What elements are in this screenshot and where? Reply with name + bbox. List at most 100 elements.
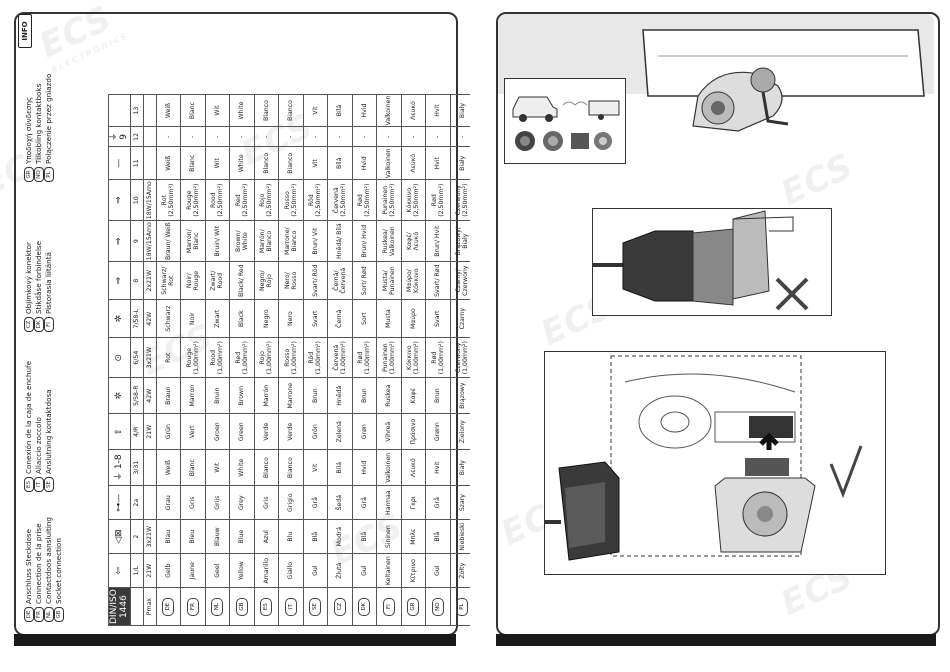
wire-color-cell: Marrone bbox=[278, 377, 304, 414]
pmax-value: 2x21W bbox=[143, 261, 157, 300]
pin-function-icon: ⊙ bbox=[108, 337, 131, 378]
legend-text: Contactdoos aansluiting bbox=[44, 517, 54, 604]
legend-text: Connection de la prise bbox=[34, 523, 44, 604]
pmax-value: 3x21W bbox=[143, 337, 157, 378]
legend-text: Conexión de la caja de enchufe bbox=[24, 360, 34, 474]
pin-function-icon: ⇒ bbox=[108, 261, 131, 300]
wire-color-cell: Weiß bbox=[156, 449, 181, 486]
language-code-badge: ES bbox=[23, 477, 34, 492]
wire-color-cell: Vit bbox=[303, 146, 328, 180]
legend-text: Anslutning kontaktdosa bbox=[44, 389, 54, 474]
legend-text: Stikdåse forbindelse bbox=[34, 240, 44, 314]
wire-color-cell: Rood (2,50mm²) bbox=[205, 179, 230, 221]
wire-color-cell: Jaune bbox=[180, 553, 206, 588]
country-code-cell: CZ bbox=[327, 587, 353, 626]
wire-color-cell: Černá/ Červená bbox=[327, 261, 353, 300]
wire-color-cell: Rojo (2,50mm²) bbox=[254, 179, 279, 221]
language-code-badge: PL bbox=[43, 167, 54, 182]
wire-color-cell: Punainen (1,00mm²) bbox=[376, 337, 402, 378]
wire-color-cell: Ruskea bbox=[376, 377, 402, 414]
country-code-badge: DK bbox=[358, 597, 371, 616]
wire-color-cell: Blue bbox=[229, 519, 255, 554]
towbar-illustration bbox=[638, 26, 926, 136]
pin-number: 8 bbox=[130, 261, 144, 300]
country-code-badge: IT bbox=[284, 597, 297, 616]
wire-color-cell: Šedá bbox=[327, 485, 353, 520]
pin-number: 12 bbox=[130, 126, 144, 147]
wire-color-cell: Zielony bbox=[450, 413, 470, 450]
wire-color-cell: - bbox=[327, 126, 353, 147]
pmax-value: 3x21W bbox=[143, 519, 157, 554]
wire-color-cell: Grön bbox=[303, 413, 328, 450]
wire-color-cell: Bílá bbox=[327, 449, 353, 486]
wire-color-cell: - bbox=[401, 126, 426, 147]
wire-color-cell: - bbox=[278, 126, 304, 147]
pin-function-icon: ✲ bbox=[108, 299, 131, 338]
wire-color-cell: Grå bbox=[303, 485, 328, 520]
correct-installation-illustration bbox=[544, 351, 886, 575]
pmax-value: 42W bbox=[143, 377, 157, 414]
wire-color-cell: Rouge (2,50mm²) bbox=[180, 179, 206, 221]
corner-cell bbox=[130, 587, 144, 626]
pin-function-icon: ⇒ bbox=[108, 179, 131, 221]
country-code-cell: FI bbox=[376, 587, 402, 626]
wire-color-cell: Czarny bbox=[450, 299, 470, 338]
wire-color-cell: Braun/ Weiß bbox=[156, 220, 181, 262]
pmax-label: Pmax bbox=[143, 587, 157, 626]
legend-text: Υποδοχή σύνδεσης bbox=[24, 96, 34, 164]
wire-color-cell: Λευκό bbox=[401, 146, 426, 180]
wire-color-cell: Grigio bbox=[278, 485, 304, 520]
wire-color-cell: Μπλε bbox=[401, 519, 426, 554]
wire-color-cell: White bbox=[229, 94, 255, 127]
pin-number: 2a bbox=[130, 485, 144, 520]
wire-color-cell: Hvit bbox=[425, 94, 451, 127]
wire-color-cell: Rojo (1,00mm²) bbox=[254, 337, 279, 378]
wire-color-cell: - bbox=[180, 126, 206, 147]
wire-color-cell: Weiß bbox=[156, 146, 181, 180]
wire-color-cell: Černá bbox=[327, 299, 353, 338]
wire-color-cell: - bbox=[205, 126, 230, 147]
wire-color-cell: Nero/ Rosso bbox=[278, 261, 304, 300]
pin-number: 13 bbox=[130, 94, 144, 127]
pmax-value: 21W bbox=[143, 553, 157, 588]
language-code-badge: GR bbox=[23, 167, 34, 182]
wire-color-cell: Μαύρο bbox=[401, 299, 426, 338]
wire-color-cell: Noir bbox=[180, 299, 206, 338]
wire-color-cell: Rød (2,50mm²) bbox=[425, 179, 451, 221]
pmax-value bbox=[143, 449, 157, 486]
wire-color-cell: Bleu bbox=[180, 519, 206, 554]
wire-color-cell: Bianco bbox=[278, 146, 304, 180]
country-code-cell: DK bbox=[352, 587, 377, 626]
wire-color-cell: Gul bbox=[425, 553, 451, 588]
legend-item: GR Υποδοχή σύνδεσης bbox=[23, 74, 34, 182]
wire-color-cell: Grøn bbox=[352, 413, 377, 450]
pin-number: 11 bbox=[130, 146, 144, 180]
wire-color-cell: - bbox=[229, 126, 255, 147]
language-code-badge: FR bbox=[33, 607, 44, 622]
wire-color-cell: Sort/ Rød bbox=[352, 261, 377, 300]
wire-color-cell: - bbox=[156, 126, 181, 147]
wire-color-cell: Red (2,50mm²) bbox=[229, 179, 255, 221]
wire-color-cell: Rosso (2,50mm²) bbox=[278, 179, 304, 221]
wire-color-cell: Καφέ bbox=[401, 377, 426, 414]
wire-color-cell: Svart bbox=[425, 299, 451, 338]
pin-function-icon: ⇦ bbox=[108, 553, 131, 588]
wire-color-cell: Κόκκινο (1,00mm²) bbox=[401, 337, 426, 378]
wire-color-cell: Hvit bbox=[425, 146, 451, 180]
wire-color-cell: Blu bbox=[278, 519, 304, 554]
wire-color-cell: Vit bbox=[303, 94, 328, 127]
wire-color-cell: Zelená bbox=[327, 413, 353, 450]
